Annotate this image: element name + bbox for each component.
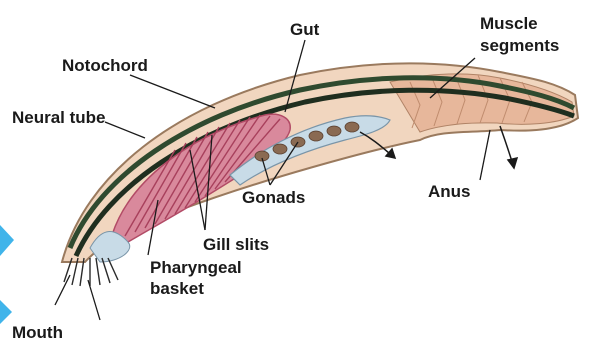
watermark-mark-2 — [0, 300, 12, 324]
pharyngeal-basket-label-line1: Pharyngeal — [150, 258, 242, 277]
watermark-mark-1 — [0, 225, 14, 256]
pharyngeal-basket-label-line2: basket — [150, 279, 204, 298]
anus-label: Anus — [428, 182, 471, 201]
mouth-leader-1 — [55, 275, 70, 305]
gonads-label: Gonads — [242, 188, 305, 207]
muscle-segments-label-line1: Muscle — [480, 14, 538, 33]
gut-label: Gut — [290, 20, 319, 39]
anus-leader — [480, 130, 490, 180]
neural-tube-leader — [105, 122, 145, 138]
notochord-leader — [130, 75, 215, 108]
muscle-segments-label-line2: segments — [480, 36, 559, 55]
notochord-label: Notochord — [62, 56, 148, 75]
mouth-leader-2 — [88, 280, 100, 320]
mouth-label: Mouth — [12, 323, 63, 342]
gill-slits-label: Gill slits — [203, 235, 269, 254]
neural-tube-label: Neural tube — [12, 108, 106, 127]
